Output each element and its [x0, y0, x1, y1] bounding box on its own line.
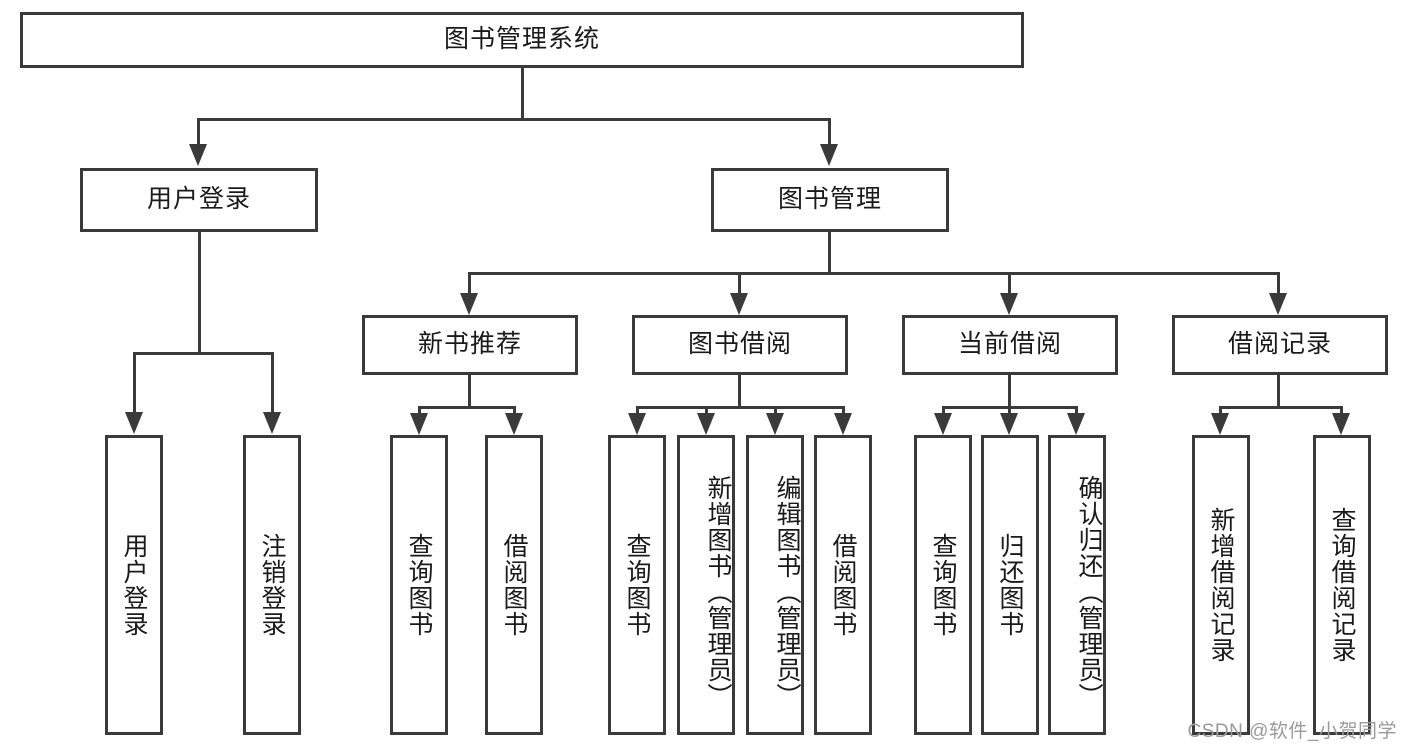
- arrow-user-login-to-leaf-1: [263, 412, 281, 434]
- node-label: 查询图书: [405, 533, 433, 637]
- leaf-user-login-0[interactable]: 用户登录: [105, 435, 163, 735]
- edge-root-to-book-management: [828, 118, 831, 144]
- node-label: 借阅图书: [500, 533, 528, 637]
- node-label: 查询图书: [929, 533, 957, 637]
- leaf-book-borrow-0[interactable]: 查询图书: [608, 435, 666, 735]
- edge-current-borrow-stem: [1008, 375, 1011, 406]
- arrow-br-to-leaf-0: [1211, 413, 1229, 435]
- node-user-login[interactable]: 用户登录: [80, 168, 318, 232]
- edge-nbr-to-leaf-0: [418, 406, 421, 414]
- arrow-bm-to-current-borrow: [1000, 293, 1018, 315]
- edge-bm-to-level3-2: [1008, 272, 1011, 294]
- arrow-bm-to-borrow-record: [1269, 293, 1287, 315]
- edge-bm-to-level3-3: [1277, 272, 1280, 294]
- node-label: 当前借阅: [957, 330, 1062, 359]
- leaf-borrow-record-1[interactable]: 查询借阅记录: [1313, 435, 1371, 735]
- edge-bb-to-leaf-3: [842, 406, 845, 414]
- edge-user-login-to-leaf-1: [271, 352, 274, 412]
- node-label: 用户登录: [146, 185, 251, 214]
- edge-book-borrow-stem: [738, 375, 741, 406]
- edge-borrow-record-stem: [1277, 375, 1280, 406]
- node-current-borrow[interactable]: 当前借阅: [902, 315, 1118, 375]
- edge-bb-to-leaf-1: [705, 406, 708, 414]
- edge-book-management-bar: [468, 272, 1280, 275]
- edge-bb-to-leaf-0: [636, 406, 639, 414]
- watermark: CSDN @软件_小贺同学: [1187, 721, 1397, 742]
- node-root-book-management-system[interactable]: 图书管理系统: [20, 12, 1024, 68]
- leaf-book-borrow-3[interactable]: 借阅图书: [814, 435, 872, 735]
- arrow-bm-to-new-book-recommend: [460, 293, 478, 315]
- node-label: 编辑图书（管理员）: [773, 475, 801, 709]
- edge-br-to-leaf-0: [1219, 406, 1222, 414]
- edge-borrow-record-bar: [1219, 406, 1343, 409]
- node-label: 新增图书（管理员）: [704, 475, 732, 709]
- edge-user-login-stem: [198, 232, 201, 352]
- arrow-cb-to-leaf-2: [1067, 413, 1085, 435]
- leaf-borrow-record-0[interactable]: 新增借阅记录: [1192, 435, 1250, 735]
- edge-root-bar: [197, 118, 831, 121]
- leaf-user-login-1[interactable]: 注销登录: [243, 435, 301, 735]
- edge-user-login-bar: [133, 352, 271, 355]
- node-label: 图书借阅: [687, 330, 792, 359]
- node-book-borrow[interactable]: 图书借阅: [632, 315, 848, 375]
- arrow-root-to-user-login: [189, 144, 207, 166]
- node-label: 借阅图书: [829, 533, 857, 637]
- leaf-new-book-recommend-1[interactable]: 借阅图书: [485, 435, 543, 735]
- arrow-cb-to-leaf-1: [1000, 413, 1018, 435]
- arrow-br-to-leaf-1: [1332, 413, 1350, 435]
- edge-bm-to-level3-1: [738, 272, 741, 294]
- node-label: 用户登录: [120, 533, 148, 637]
- arrow-root-to-book-management: [820, 144, 838, 166]
- node-label: 图书管理: [777, 185, 882, 214]
- node-label: 归还图书: [996, 533, 1024, 637]
- arrow-bb-to-leaf-2: [766, 413, 784, 435]
- leaf-current-borrow-0[interactable]: 查询图书: [914, 435, 972, 735]
- arrow-bb-to-leaf-1: [697, 413, 715, 435]
- edge-cb-to-leaf-2: [1075, 406, 1078, 414]
- edge-book-borrow-bar: [636, 406, 844, 409]
- edge-br-to-leaf-1: [1340, 406, 1343, 414]
- node-book-management[interactable]: 图书管理: [711, 168, 949, 232]
- leaf-book-borrow-1[interactable]: 新增图书（管理员）: [677, 435, 735, 735]
- arrow-user-login-to-leaf-0: [125, 412, 143, 434]
- arrow-nbr-to-leaf-1: [505, 413, 523, 435]
- arrow-bm-to-book-borrow: [730, 293, 748, 315]
- edge-new-book-recommend-bar: [418, 406, 516, 409]
- edge-bb-to-leaf-2: [774, 406, 777, 414]
- edge-new-book-recommend-stem: [468, 375, 471, 406]
- arrow-bb-to-leaf-0: [628, 413, 646, 435]
- edge-bm-to-level3-0: [468, 272, 471, 294]
- leaf-current-borrow-2[interactable]: 确认归还（管理员）: [1048, 435, 1106, 735]
- arrow-bb-to-leaf-3: [834, 413, 852, 435]
- node-label: 注销登录: [258, 533, 286, 637]
- node-borrow-record[interactable]: 借阅记录: [1172, 315, 1388, 375]
- node-label: 查询借阅记录: [1328, 507, 1356, 663]
- leaf-current-borrow-1[interactable]: 归还图书: [981, 435, 1039, 735]
- arrow-nbr-to-leaf-0: [410, 413, 428, 435]
- node-label: 借阅记录: [1227, 330, 1332, 359]
- edge-root-stem: [521, 68, 524, 118]
- node-label: 图书管理系统: [443, 25, 600, 54]
- node-label: 确认归还（管理员）: [1075, 475, 1103, 709]
- edge-cb-to-leaf-0: [942, 406, 945, 414]
- edge-cb-to-leaf-1: [1008, 406, 1011, 414]
- node-label: 查询图书: [623, 533, 651, 637]
- edge-book-management-stem: [828, 232, 831, 272]
- node-label: 新增借阅记录: [1207, 507, 1235, 663]
- arrow-cb-to-leaf-0: [934, 413, 952, 435]
- edge-nbr-to-leaf-1: [513, 406, 516, 414]
- edge-user-login-to-leaf-0: [133, 352, 136, 412]
- leaf-new-book-recommend-0[interactable]: 查询图书: [390, 435, 448, 735]
- node-new-book-recommend[interactable]: 新书推荐: [362, 315, 578, 375]
- leaf-book-borrow-2[interactable]: 编辑图书（管理员）: [746, 435, 804, 735]
- node-label: 新书推荐: [417, 330, 522, 359]
- edge-root-to-user-login: [197, 118, 200, 144]
